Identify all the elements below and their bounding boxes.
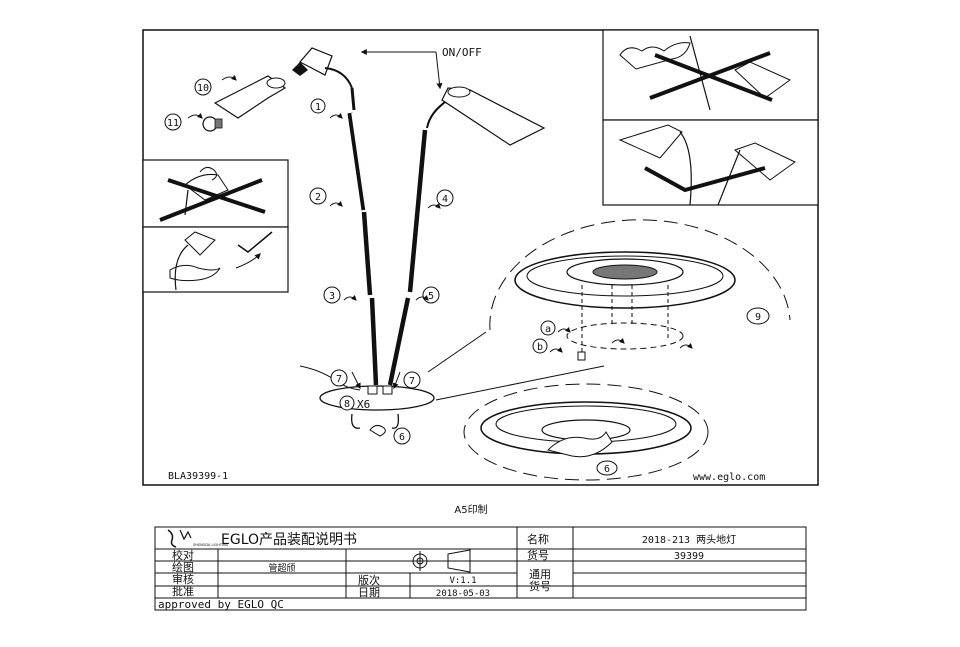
step-label-4: 4 (436, 189, 454, 207)
label-review: 审核 (172, 572, 194, 586)
lamp-head-right (441, 86, 546, 146)
base-detail-zoom (427, 219, 791, 401)
svg-text:3: 3 (329, 291, 335, 302)
bulb (202, 116, 223, 132)
on-off-label: ON/OFF (442, 46, 482, 59)
label-version: 版次 (358, 573, 380, 587)
step-label-10: 10 (194, 78, 212, 96)
svg-text:6: 6 (399, 432, 405, 443)
inset-no-touching-hot-shade (602, 29, 819, 121)
step-label-1: 1 (310, 98, 326, 114)
step-label-b: b (532, 338, 548, 354)
screw-count: X6 (357, 398, 370, 411)
svg-text:b: b (537, 342, 543, 353)
step-label-7-left: 7 (330, 369, 348, 387)
step-label-3: 3 (323, 286, 341, 304)
label-date: 日期 (358, 586, 380, 599)
step-label-a: a (540, 320, 556, 336)
document-title: EGLO产品装配说明书 (221, 532, 357, 548)
base-detail-lower (463, 383, 709, 481)
svg-text:6: 6 (604, 464, 610, 475)
label-drawn: 绘图 (172, 560, 194, 574)
title-block (154, 526, 807, 611)
label-universal-item-no: 通用 货号 (529, 568, 555, 593)
svg-text:SHENGDA LIGHTING: SHENGDA LIGHTING (193, 543, 229, 547)
projection-symbol (400, 549, 471, 573)
svg-text:7: 7 (336, 374, 342, 385)
value-item-no: 39399 (674, 551, 704, 562)
step-label-7-right: 7 (403, 371, 421, 389)
value-name: 2018-213 两头地灯 (642, 533, 736, 546)
lamp-head-left (292, 47, 353, 89)
value-version: V:1.1 (449, 576, 476, 586)
eglo-logo: SHENGDA LIGHTING (167, 529, 229, 548)
svg-text:a: a (545, 324, 551, 335)
website-url: www.eglo.com (693, 472, 765, 483)
label-approve: 批准 (172, 584, 194, 598)
svg-text:2: 2 (315, 192, 321, 203)
step-label-9: 9 (746, 307, 770, 325)
inset-correct-adjust (142, 226, 289, 293)
step-label-2: 2 (309, 187, 327, 205)
label-item-no: 货号 (527, 548, 549, 562)
on-off-callout (360, 49, 443, 90)
step-label-8: 8 (339, 395, 355, 411)
pole-right (387, 99, 449, 386)
lamp-shade-detached (213, 75, 287, 119)
label-name: 名称 (527, 532, 549, 546)
svg-text:9: 9 (755, 312, 761, 323)
svg-text:5: 5 (428, 291, 434, 302)
approved-line: approved by EGLO QC (158, 598, 284, 611)
step-label-6-base: 6 (393, 427, 411, 445)
drawing-code: BLA39399-1 (168, 471, 228, 482)
print-note: A5印制 (454, 503, 487, 516)
step-label-5: 5 (422, 286, 440, 304)
value-date: 2018-05-03 (436, 589, 490, 599)
svg-text:7: 7 (409, 376, 415, 387)
svg-text:4: 4 (442, 194, 448, 205)
step-label-6-detail: 6 (596, 460, 618, 476)
svg-text:1: 1 (315, 102, 321, 113)
label-proofread: 校对 (172, 548, 194, 562)
step-label-11: 11 (164, 113, 182, 131)
svg-text:11: 11 (167, 118, 179, 129)
rotation-arrows (187, 75, 693, 353)
inset-no-bending (602, 119, 819, 206)
svg-text:10: 10 (197, 83, 209, 94)
pole-left (347, 87, 379, 386)
svg-text:8: 8 (344, 399, 350, 410)
value-drawn-by: 管超颀 (268, 562, 295, 574)
inset-no-hand-adjust (142, 159, 289, 228)
